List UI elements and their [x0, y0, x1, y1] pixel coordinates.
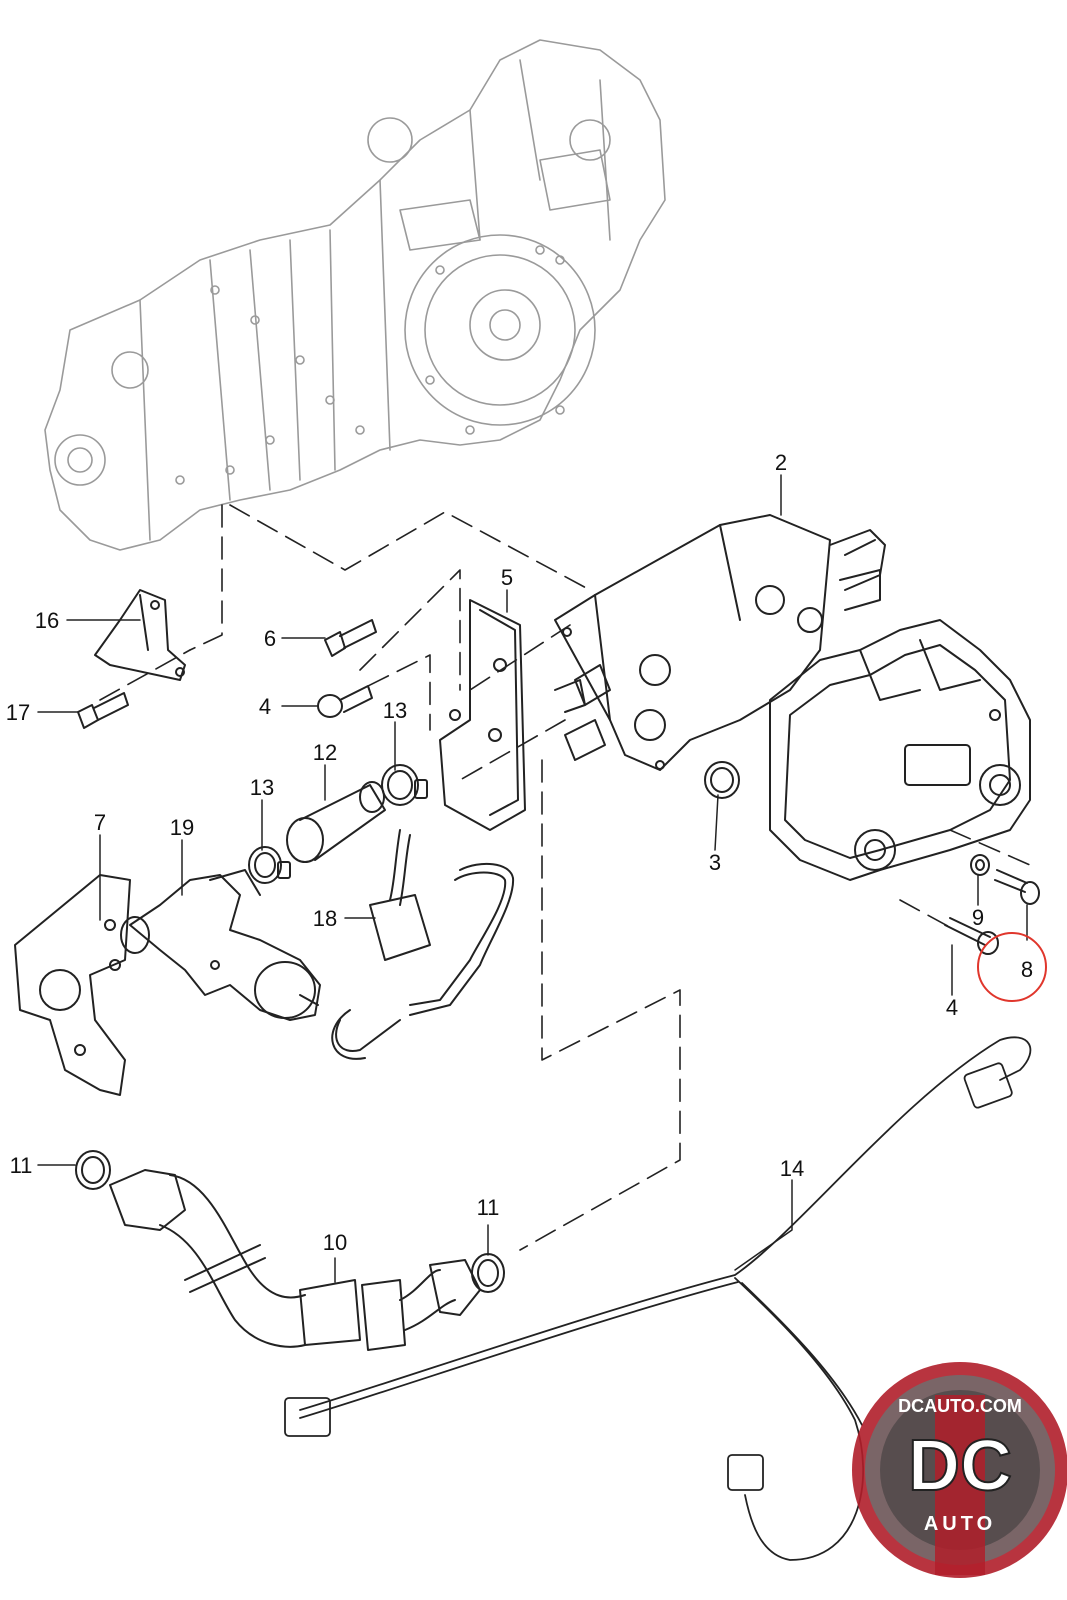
- seal-ring-part-11-left: [75, 1150, 111, 1190]
- callout-17: 17: [6, 700, 30, 725]
- callout-11-right: 11: [477, 1195, 500, 1220]
- callout-18: 18: [313, 906, 337, 931]
- callout-5: 5: [501, 565, 513, 590]
- callout-12: 12: [313, 740, 337, 765]
- bolt-part-17: [77, 692, 129, 729]
- wiring-harness-part-14: [284, 1036, 1032, 1561]
- bolt-part-4-upper: [317, 685, 373, 718]
- callout-16: 16: [35, 608, 59, 633]
- callout-4-upper: 4: [259, 694, 271, 719]
- callout-9: 9: [972, 905, 984, 930]
- clamp-part-13-lower: [248, 846, 291, 884]
- callout-7: 7: [94, 810, 106, 835]
- actuator-part-19: [120, 869, 321, 1021]
- highlight-circle-part-8: [977, 932, 1047, 1002]
- valve-body-part-2: [554, 514, 886, 771]
- watermark-initials: DC: [908, 1426, 1012, 1506]
- callout-2: 2: [775, 450, 787, 475]
- oil-cooler: [769, 619, 1031, 881]
- dcauto-watermark-logo: DCAUTO.COM DC AUTO: [852, 1362, 1067, 1578]
- bolt-part-8: [994, 869, 1040, 905]
- callout-13-lower: 13: [250, 775, 274, 800]
- transmission-housing: [44, 39, 666, 551]
- hose-part-12: [286, 781, 386, 863]
- callout-14: 14: [780, 1156, 804, 1181]
- hose-part-18: [331, 829, 515, 1060]
- callout-4-lower: 4: [946, 995, 958, 1020]
- callout-19: 19: [170, 815, 194, 840]
- o-ring-part-3: [704, 761, 740, 799]
- washer-part-9: [970, 854, 990, 876]
- callout-6: 6: [264, 626, 276, 651]
- mounting-plate-part-7: [14, 874, 131, 1096]
- callout-10: 10: [323, 1230, 347, 1255]
- clamp-part-13-upper: [381, 764, 428, 806]
- callout-13-upper: 13: [383, 698, 407, 723]
- callout-3: 3: [709, 850, 721, 875]
- bolt-part-6: [324, 619, 377, 657]
- bolt-part-4-lower: [944, 917, 999, 955]
- watermark-sub: AUTO: [924, 1513, 996, 1535]
- assembly-dashed-lines: [99, 504, 1031, 1251]
- seal-ring-part-11-right: [471, 1253, 505, 1293]
- callout-8: 8: [1021, 957, 1033, 982]
- bracket-part-5: [439, 599, 526, 831]
- oil-line-part-10: [109, 1169, 481, 1351]
- watermark-domain: DCAUTO.COM: [898, 1396, 1022, 1416]
- callout-leader-lines: [37, 474, 1028, 1283]
- part-number-labels: 2 5 16 6 4 17 13 12 13 7 19 18 3 9 8 4 1…: [6, 450, 1033, 1255]
- bracket-part-16: [94, 589, 186, 681]
- callout-11-left: 11: [10, 1153, 33, 1178]
